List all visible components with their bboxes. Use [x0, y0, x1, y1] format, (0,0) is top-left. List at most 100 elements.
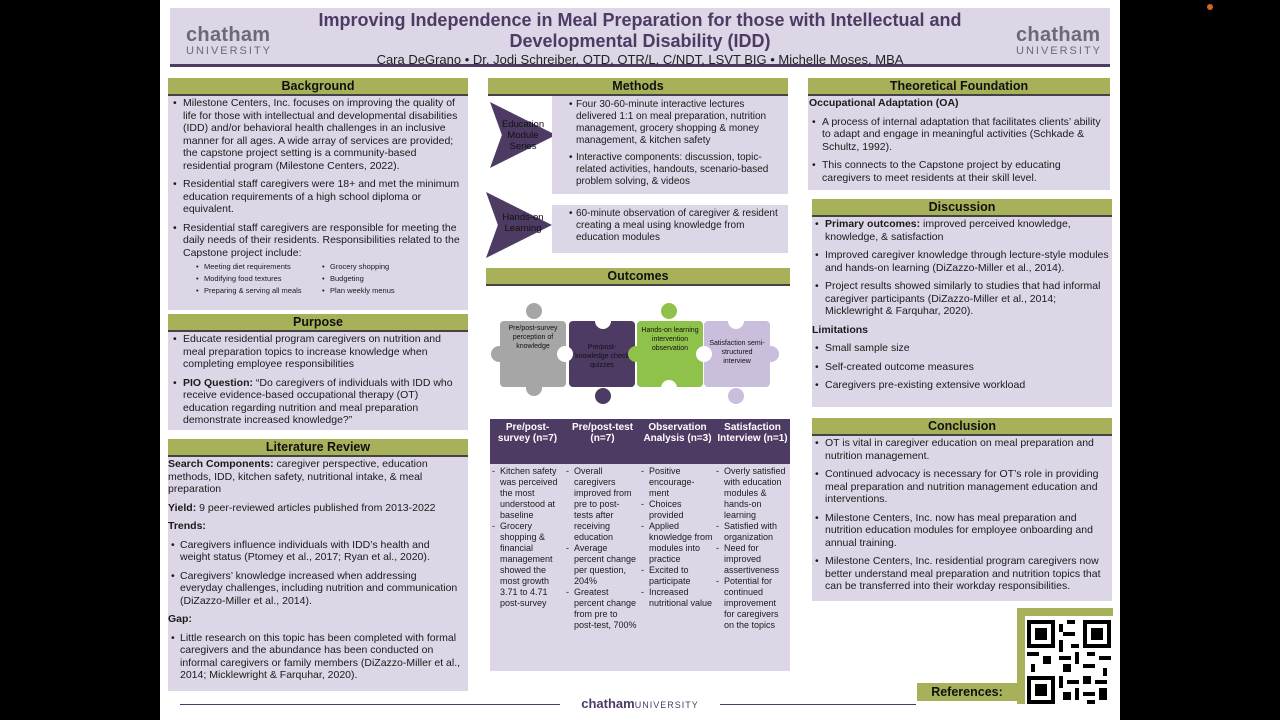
puzzle-tab [763, 346, 779, 362]
puzzle-label: Pre/post-knowledge check quizzes [575, 344, 629, 369]
responsibility-item: Budgeting [320, 273, 395, 285]
responsibility-item: Meeting diet requirements [194, 261, 320, 273]
puzzle-piece-quizzes [569, 321, 635, 387]
outcomes-heading: Outcomes [486, 268, 790, 286]
responsibility-item: Modifying food textures [194, 273, 320, 285]
limitation-bullet: Self-created outcome measures [812, 361, 1110, 374]
poster-header: chatham UNIVERSITY Improving Independenc… [170, 8, 1110, 67]
methods-bullet: Interactive components: discussion, topi… [566, 152, 782, 188]
discussion-heading: Discussion [812, 199, 1112, 217]
primary-text: improved perceived knowledge, knowledge,… [825, 218, 1071, 243]
trend-bullet: Caregivers’ knowledge increased when add… [168, 570, 462, 608]
outcome-item: Increased nutritional value [640, 587, 714, 609]
gap-bullet: Little research on this topic has been c… [168, 632, 462, 682]
theory-panel: Occupational Adaptation (OA) A process o… [808, 96, 1110, 190]
trend-bullet: Caregivers influence individuals with ID… [168, 539, 462, 564]
yield-line: Yield: 9 peer-reviewed articles publishe… [168, 502, 462, 515]
footer-logo-sub: UNIVERSITY [634, 700, 699, 710]
puzzle-label: Hands-on learning intervention observati… [641, 327, 699, 352]
responsibility-item: Plan weekly menus [320, 285, 395, 297]
puzzle-tab [728, 388, 744, 404]
outcome-col-header: Pre/post-survey (n=7) [490, 419, 565, 464]
logo-sub: UNIVERSITY [1016, 45, 1103, 57]
outcome-item: Overly satisfied with education modules … [715, 466, 789, 521]
outcome-item: Potential for continued improvement for … [715, 576, 789, 631]
literature-heading: Literature Review [168, 439, 468, 457]
outcome-item: Greatest percent change from pre to post… [565, 587, 637, 631]
puzzle-piece-interview [704, 321, 770, 387]
outcome-item: Choices provided [640, 499, 714, 521]
discussion-bullet: Project results showed similarly to stud… [812, 280, 1110, 318]
puzzle-piece-observation [637, 321, 703, 387]
background-heading: Background [168, 78, 468, 96]
footer-logo-main: chatham [581, 696, 635, 711]
poster: chatham UNIVERSITY Improving Independenc… [160, 0, 1120, 720]
chatham-logo-left: chatham UNIVERSITY [186, 25, 270, 57]
logo-main: chatham [1016, 24, 1101, 46]
puzzle-tab [628, 346, 644, 362]
outcome-item: Satisfied with organization [715, 521, 789, 543]
purpose-bullet: Educate residential program caregivers o… [170, 333, 462, 371]
qr-code-icon[interactable] [1027, 620, 1111, 704]
background-bullet: Milestone Centers, Inc. focuses on impro… [170, 97, 462, 172]
puzzle-slot [728, 313, 744, 329]
theory-heading: Theoretical Foundation [808, 78, 1110, 96]
yield-text: 9 peer-reviewed articles published from … [196, 501, 436, 514]
poster-title: Improving Independence in Meal Preparati… [318, 10, 962, 51]
methods-heading: Methods [488, 78, 788, 96]
recording-indicator [1207, 4, 1213, 10]
background-panel: Milestone Centers, Inc. focuses on impro… [168, 96, 468, 310]
purpose-panel: Educate residential program caregivers o… [168, 332, 468, 430]
outcome-col-header: Satisfaction Interview (n=1) [715, 419, 790, 464]
qr-code-frame [1017, 608, 1113, 704]
footer-logo: chathamUNIVERSITY [570, 696, 710, 711]
outcome-item: Need for improved assertiveness [715, 543, 789, 576]
logo-main: chatham [186, 24, 271, 46]
pio-label: PIO Question: [183, 376, 254, 389]
conclusion-panel: OT is vital in caregiver education on me… [812, 436, 1112, 601]
logo-sub: UNIVERSITY [186, 45, 273, 57]
theory-bullet: This connects to the Capstone project by… [809, 159, 1106, 184]
theory-model: Occupational Adaptation (OA) [809, 97, 959, 109]
puzzle-tab [491, 346, 507, 362]
search-components: Search Components: caregiver perspective… [168, 458, 462, 496]
discussion-bullet: Improved caregiver knowledge through lec… [812, 249, 1110, 274]
primary-label: Primary outcomes: [825, 218, 921, 230]
arrow-label-hands-on: Hands-on Learning [502, 212, 544, 234]
conclusion-bullet: OT is vital in caregiver education on me… [812, 437, 1108, 462]
puzzle-slot [696, 346, 712, 362]
puzzle-label: Satisfaction semi-structured interview [709, 340, 765, 365]
puzzle-tab [526, 303, 542, 319]
puzzle-tab [595, 388, 611, 404]
pio-text: “Do caregivers of individuals with IDD w… [183, 376, 453, 427]
chatham-logo-right: chatham UNIVERSITY [1016, 25, 1100, 57]
pio-question: PIO Question: “Do caregivers of individu… [170, 377, 462, 427]
limitation-bullet: Caregivers pre-existing extensive worklo… [812, 379, 1110, 392]
limitation-bullet: Small sample size [812, 342, 1110, 355]
theory-bullet: A process of internal adaptation that fa… [809, 116, 1106, 154]
responsibility-item: Preparing & serving all meals [194, 285, 320, 297]
conclusion-bullet: Milestone Centers, Inc. residential prog… [812, 555, 1108, 593]
puzzle-tab [661, 303, 677, 319]
discussion-panel: Primary outcomes: improved perceived kno… [812, 217, 1112, 407]
puzzle-slot [595, 313, 611, 329]
outcome-item: Grocery shopping & financial management … [491, 521, 564, 609]
outcome-item: Positive encourage-ment [640, 466, 714, 499]
outcome-column: Overall caregivers improved from pre to … [565, 466, 637, 631]
poster-authors: Cara DeGrano • Dr. Jodi Schreiber, OTD, … [376, 52, 904, 67]
footer-rule [180, 704, 560, 705]
outcome-item: Kitchen safety was perceived the most un… [491, 466, 564, 521]
outcomes-table: Pre/post-survey (n=7) Pre/post-test (n=7… [490, 419, 790, 671]
background-bullet: Residential staff caregivers are respons… [170, 222, 462, 260]
footer-rule [720, 704, 916, 705]
methods-bullet: Four 30-60-minute interactive lectures d… [566, 99, 782, 147]
conclusion-heading: Conclusion [812, 418, 1112, 436]
conclusion-bullet: Milestone Centers, Inc. now has meal pre… [812, 512, 1108, 550]
outcome-col-header: Observation Analysis (n=3) [640, 419, 715, 464]
outcome-item: Excited to participate [640, 565, 714, 587]
puzzle-slot [557, 346, 573, 362]
responsibilities-list: Meeting diet requirements Modifying food… [170, 261, 462, 297]
methods-education-box: Four 30-60-minute interactive lectures d… [552, 96, 788, 194]
methods-hands-on-box: 60-minute observation of caregiver & res… [552, 205, 788, 253]
outcome-column: Positive encourage-ment Choices provided… [640, 466, 714, 609]
